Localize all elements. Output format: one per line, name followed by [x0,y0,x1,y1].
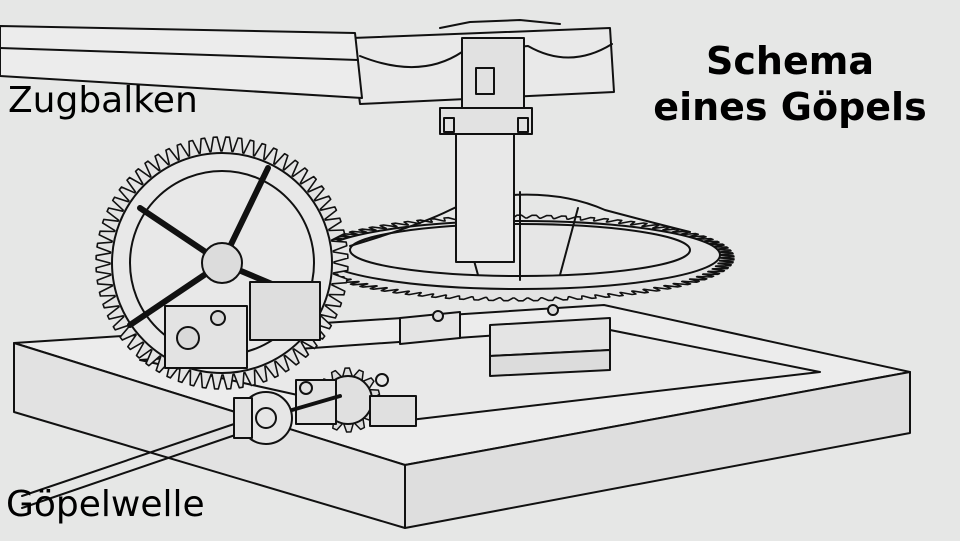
transmission-shaft [21,391,342,509]
label-zugbalken: Zugbalken [8,80,198,121]
draw-beam [0,25,363,99]
title-line-1: Schema [706,39,874,83]
label-goepelwelle: Göpelwelle [6,484,205,525]
pinion-assembly [164,281,417,433]
crown-wheel [305,191,735,302]
vertical-shaft [439,107,533,263]
support-blocks [399,304,611,377]
title-line-2: eines Göpels [653,85,927,129]
yoke [351,19,615,109]
diagram-title: Schema eines Göpels [640,38,940,130]
